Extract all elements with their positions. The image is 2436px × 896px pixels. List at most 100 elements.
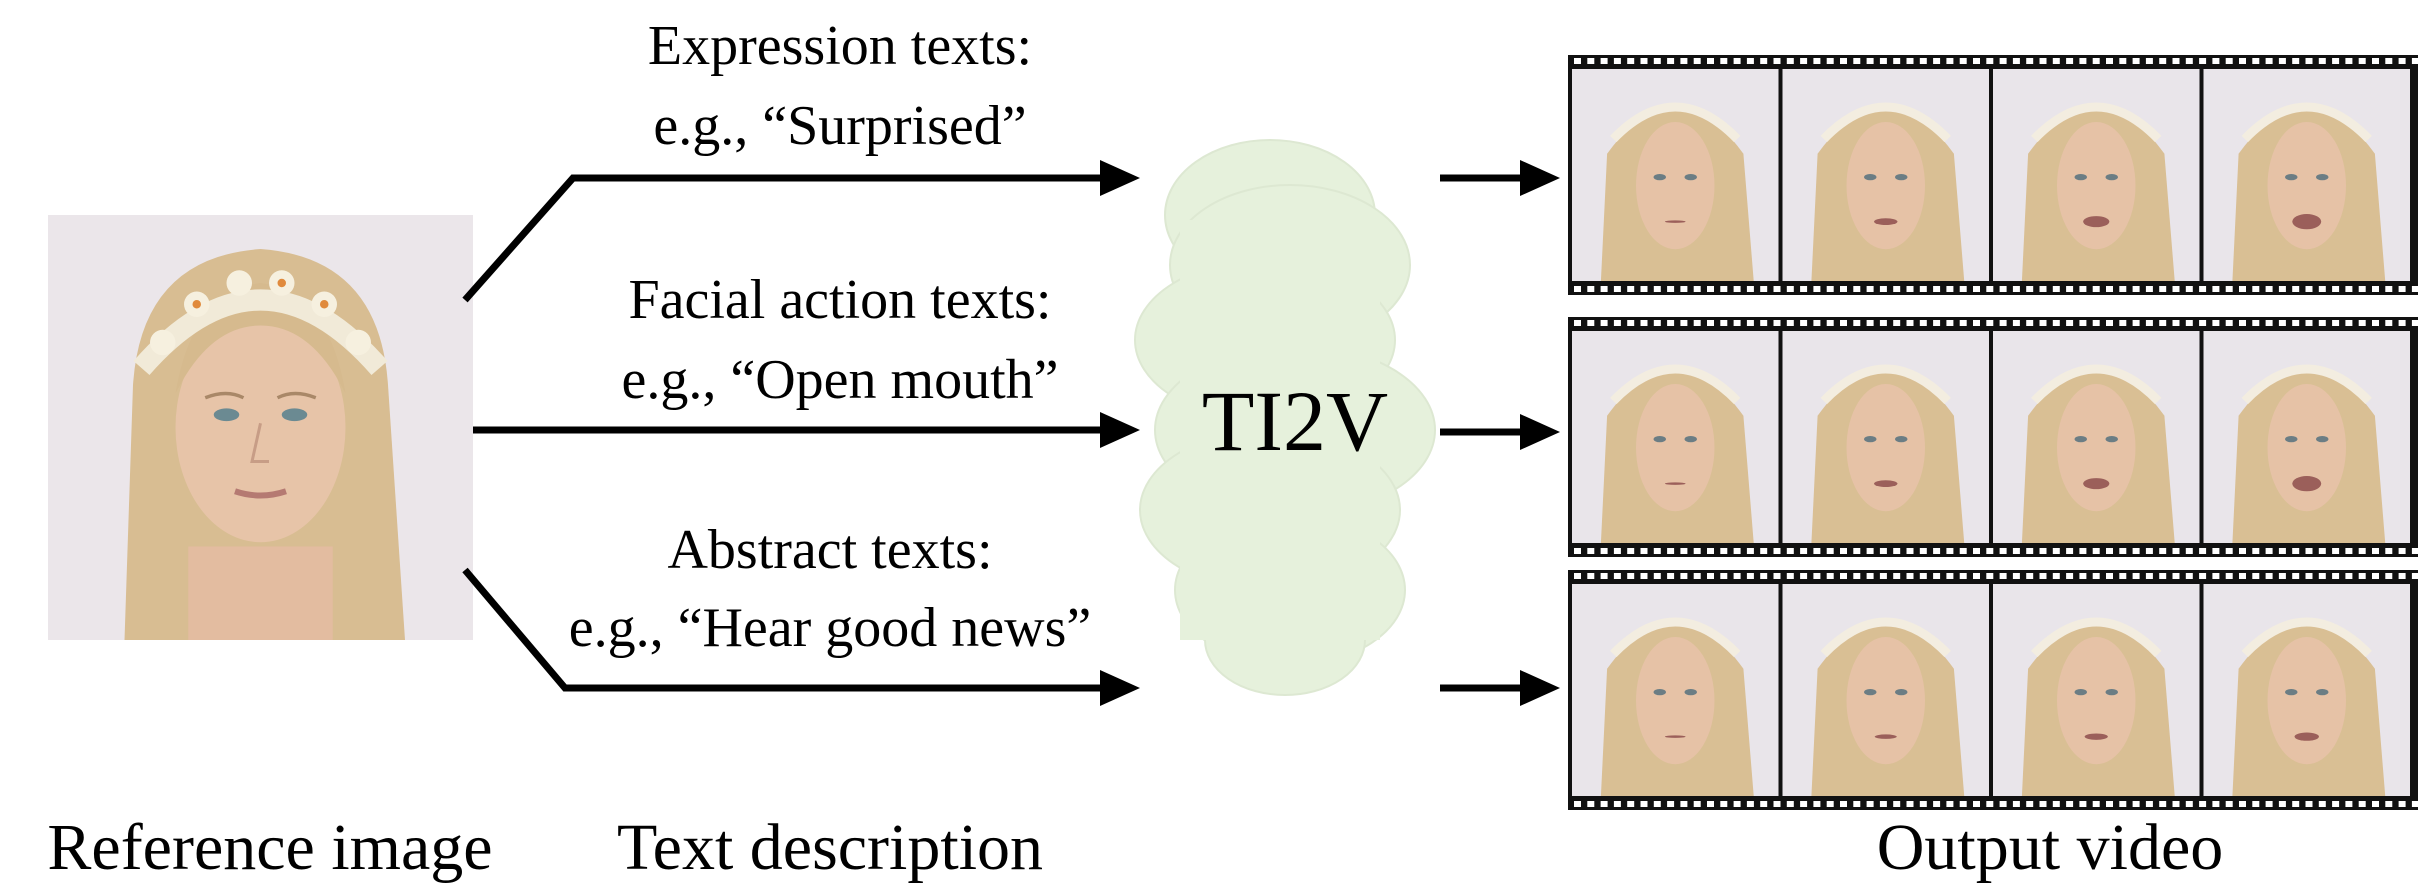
sprocket-hole xyxy=(2185,286,2193,292)
sprocket-hole xyxy=(2039,573,2047,579)
sprocket-hole xyxy=(1773,801,1781,807)
sprocket-hole xyxy=(2092,548,2100,554)
sprocket-hole xyxy=(2278,801,2286,807)
sprocket-hole xyxy=(2052,320,2060,326)
sprocket-hole xyxy=(2145,548,2153,554)
sprocket-hole xyxy=(2119,58,2127,64)
sprocket-hole xyxy=(1760,801,1768,807)
sprocket-hole xyxy=(1893,801,1901,807)
sprocket-hole xyxy=(2398,286,2406,292)
sprocket-hole xyxy=(1640,58,1648,64)
branch-2-category: Facial action texts: xyxy=(628,269,1052,331)
sprocket-hole xyxy=(2199,548,2207,554)
sprocket-hole xyxy=(2092,58,2100,64)
sprocket-hole xyxy=(1773,573,1781,579)
sprocket-hole xyxy=(1707,286,1714,292)
sprocket-hole xyxy=(2079,548,2087,554)
sprocket-hole xyxy=(2039,320,2047,326)
sprocket-hole xyxy=(2012,548,2020,554)
sprocket-hole xyxy=(2012,573,2020,579)
sprocket-hole xyxy=(1613,58,1621,64)
sprocket-hole xyxy=(1600,286,1608,292)
video-frame xyxy=(1993,69,2200,282)
sprocket-hole xyxy=(2212,286,2220,292)
sprocket-hole xyxy=(1840,801,1847,807)
sprocket-hole xyxy=(2239,548,2246,554)
film-strip-3 xyxy=(1568,570,2418,810)
sprocket-hole xyxy=(2385,573,2393,579)
sprocket-hole xyxy=(1653,573,1661,579)
sprocket-hole xyxy=(1786,573,1794,579)
sprocket-hole xyxy=(1707,58,1714,64)
sprocket-hole xyxy=(2411,801,2418,807)
sprocket-hole xyxy=(1680,286,1688,292)
sprocket-hole xyxy=(1786,320,1794,326)
sprocket-hole xyxy=(1893,286,1901,292)
sprocket-hole xyxy=(1959,548,1967,554)
sprocket-hole xyxy=(2305,573,2313,579)
sprocket-hole xyxy=(1786,801,1794,807)
sprocket-hole xyxy=(1746,320,1754,326)
sprocket-hole xyxy=(1587,573,1595,579)
sprocket-hole xyxy=(1613,573,1621,579)
sprocket-hole xyxy=(2278,58,2286,64)
sprocket-hole xyxy=(1840,58,1847,64)
sprocket-hole xyxy=(1826,320,1834,326)
sprocket-hole xyxy=(2398,801,2406,807)
sprocket-hole xyxy=(2092,286,2100,292)
sprocket-hole xyxy=(1693,58,1701,64)
sprocket-hole xyxy=(2172,801,2180,807)
sprocket-hole xyxy=(1773,548,1781,554)
sprocket-hole xyxy=(2411,573,2418,579)
sprocket-hole xyxy=(1986,573,1994,579)
sprocket-hole xyxy=(2052,801,2060,807)
sprocket-hole xyxy=(1893,58,1901,64)
sprocket-hole xyxy=(1627,548,1635,554)
sprocket-hole xyxy=(2106,320,2113,326)
sprocket-hole xyxy=(2292,573,2300,579)
sprocket-hole xyxy=(1613,286,1621,292)
sprocket-hole xyxy=(1906,573,1914,579)
sprocket-hole xyxy=(1733,286,1741,292)
sprocket-hole xyxy=(1733,801,1741,807)
sprocket-hole xyxy=(1893,548,1901,554)
sprocket-hole xyxy=(1640,573,1648,579)
sprocket-hole xyxy=(2239,286,2246,292)
sprocket-hole xyxy=(1959,286,1967,292)
sprocket-hole xyxy=(2398,573,2406,579)
sprocket-hole xyxy=(1680,801,1688,807)
sprocket-hole xyxy=(1627,58,1635,64)
sprocket-hole xyxy=(2345,548,2353,554)
sprocket-hole xyxy=(1653,286,1661,292)
sprocket-hole xyxy=(2372,58,2379,64)
sprocket-hole xyxy=(2332,573,2340,579)
film-strip-1 xyxy=(1568,55,2418,295)
sprocket-hole xyxy=(1640,320,1648,326)
sprocket-hole xyxy=(2145,801,2153,807)
sprocket-hole xyxy=(2345,801,2353,807)
sprocket-hole xyxy=(1973,58,1980,64)
output-arrowhead-middle xyxy=(1520,414,1560,450)
sprocket-hole xyxy=(1587,58,1595,64)
sprocket-hole xyxy=(2265,58,2273,64)
sprocket-hole xyxy=(1853,58,1861,64)
sprocket-hole xyxy=(2345,286,2353,292)
sprocket-hole xyxy=(1826,801,1834,807)
video-frame xyxy=(2203,69,2410,282)
sprocket-hole xyxy=(1707,320,1714,326)
sprocket-hole xyxy=(2345,573,2353,579)
video-frame xyxy=(1782,69,1989,282)
sprocket-hole xyxy=(1946,801,1954,807)
sprocket-hole xyxy=(2305,58,2313,64)
sprocket-hole xyxy=(2026,801,2034,807)
sprocket-hole xyxy=(1600,58,1608,64)
sprocket-hole xyxy=(2159,320,2167,326)
sprocket-hole xyxy=(2265,286,2273,292)
sprocket-hole xyxy=(1826,573,1834,579)
sprocket-hole xyxy=(1773,320,1781,326)
sprocket-hole xyxy=(2092,320,2100,326)
sprocket-hole xyxy=(1973,573,1980,579)
sprocket-hole xyxy=(2358,801,2366,807)
sprocket-hole xyxy=(1933,548,1941,554)
sprocket-hole xyxy=(2318,573,2326,579)
